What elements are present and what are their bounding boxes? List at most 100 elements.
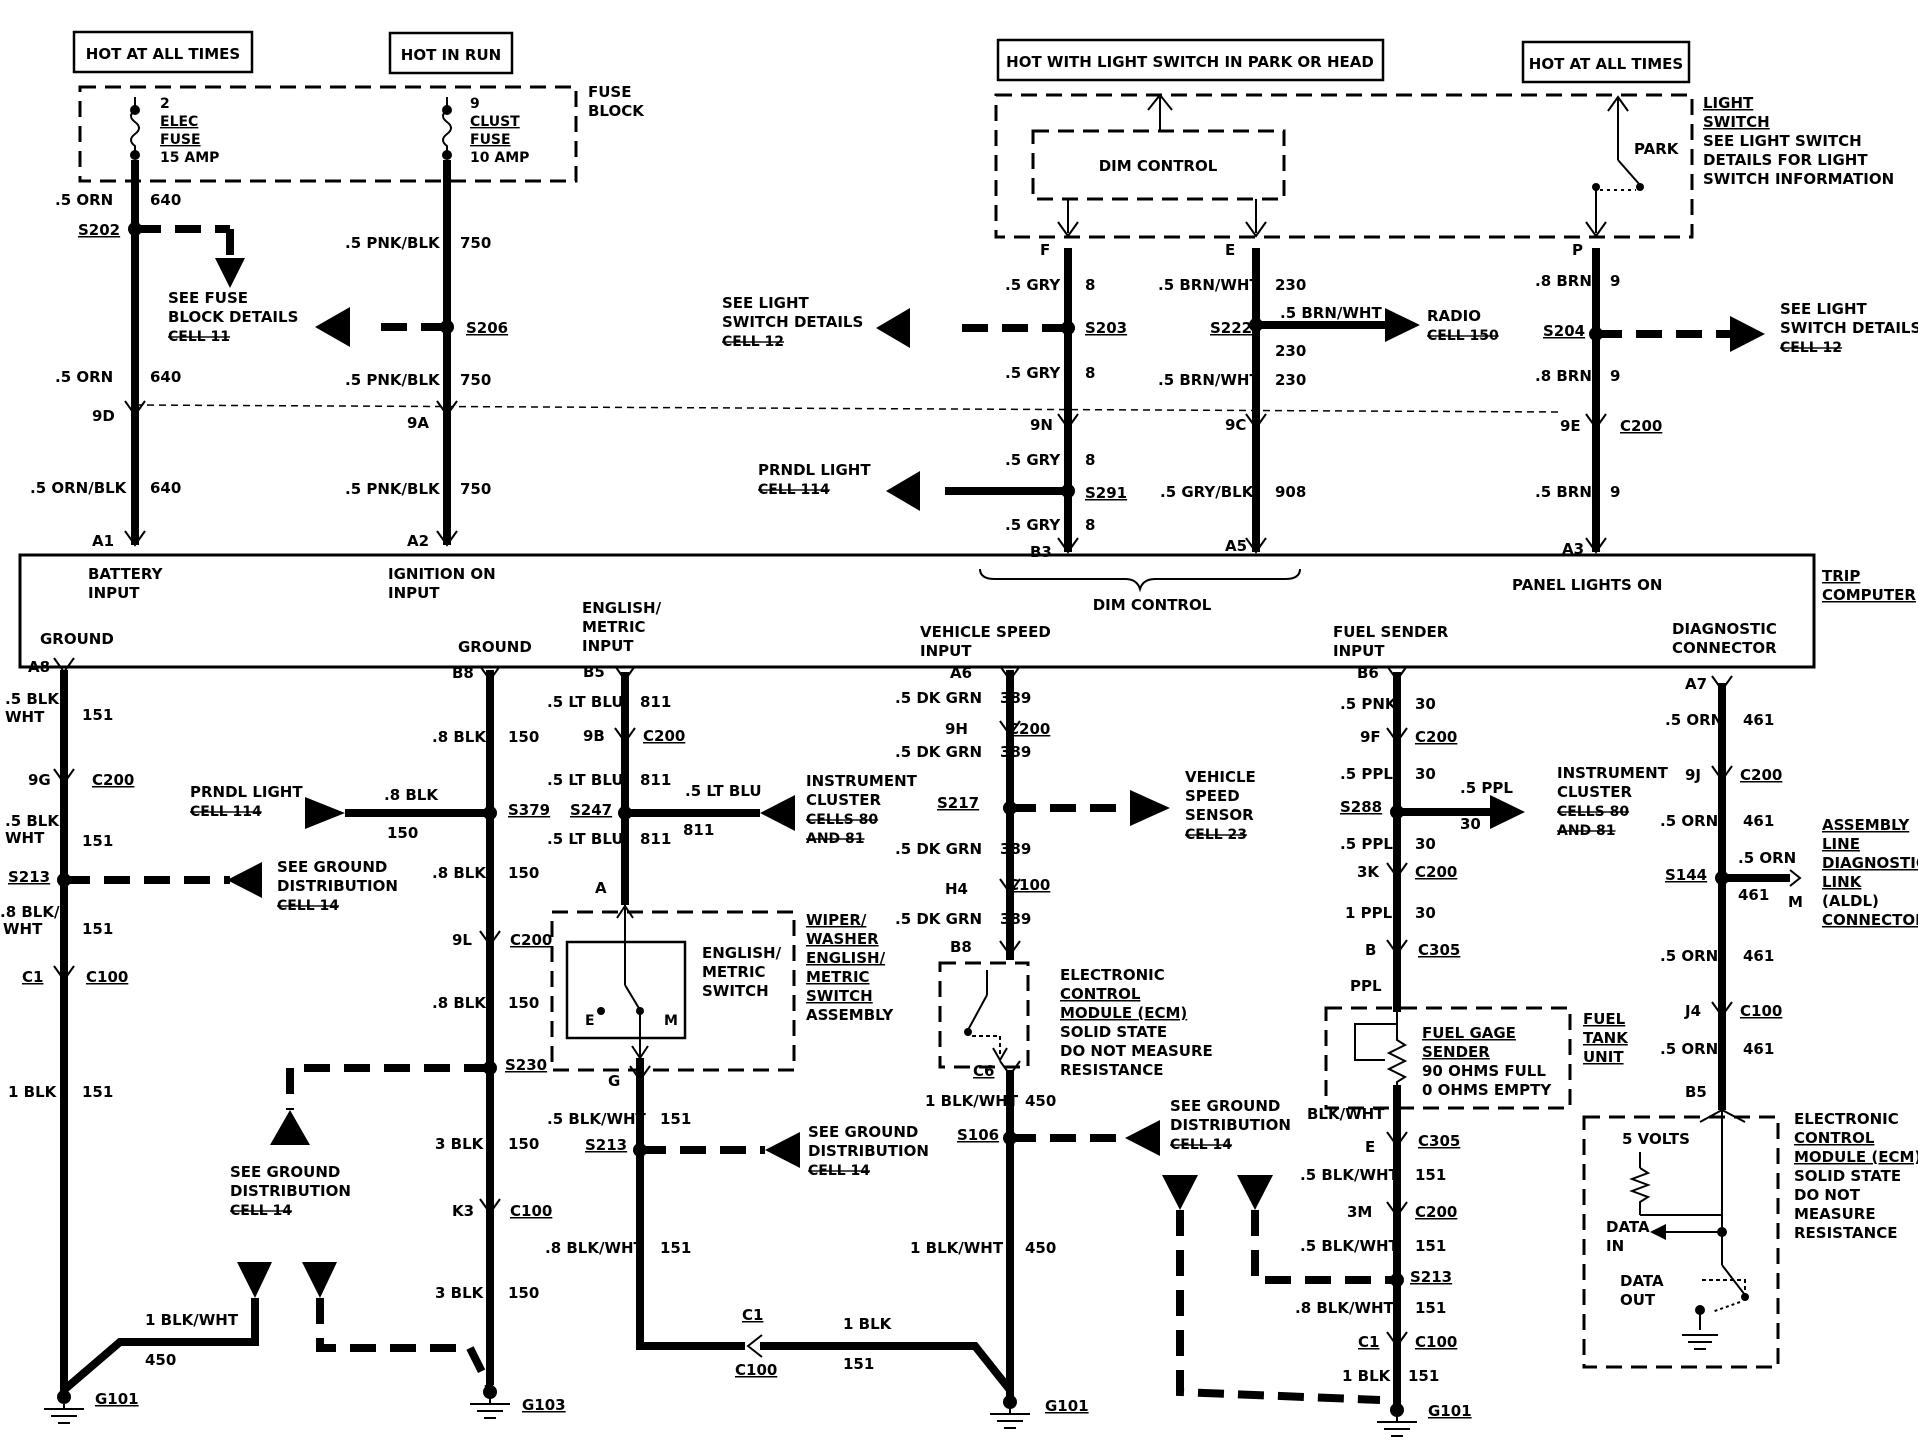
wire-label-t13: .5 PNK/BLK bbox=[345, 371, 441, 389]
wire-label-t184: .5 ORN bbox=[1738, 849, 1796, 867]
wire-label-t134: 1 BLK/WHT bbox=[925, 1092, 1019, 1110]
wire-label-t147: S288 bbox=[1340, 798, 1382, 816]
reference-r13-line: SEE GROUND bbox=[230, 1163, 340, 1181]
wire-label-t124: 389 bbox=[1000, 743, 1031, 761]
reference-r4-line: SWITCH DETAILS bbox=[1780, 319, 1918, 337]
wire-label-t173: 1 BLK bbox=[1342, 1367, 1392, 1385]
wire-label-t48: .8 BRN bbox=[1535, 367, 1592, 385]
svg-text:SWITCH: SWITCH bbox=[1703, 113, 1770, 131]
wire-label-t15: 9A bbox=[407, 414, 429, 432]
wire-label-t157: C305 bbox=[1418, 941, 1460, 959]
wire-label-t93: 150 bbox=[508, 1284, 539, 1302]
svg-text:METRIC: METRIC bbox=[806, 968, 870, 986]
wire-label-t72: 1 BLK/WHT bbox=[145, 1311, 239, 1329]
connector-chevron bbox=[53, 768, 75, 785]
fuse-symbol-clust bbox=[442, 97, 452, 155]
dim-control-label: DIM CONTROL bbox=[1099, 157, 1218, 175]
svg-text:DO NOT MEASURE: DO NOT MEASURE bbox=[1060, 1042, 1213, 1060]
wire-label-t66: WHT bbox=[3, 920, 43, 938]
connector-chevron bbox=[1245, 537, 1267, 554]
wire-label-t143: 9F bbox=[1360, 728, 1381, 746]
connector-chevron bbox=[1057, 413, 1079, 430]
wire-label-t62: WHT bbox=[5, 829, 45, 847]
wire-label-t44: P bbox=[1572, 241, 1583, 259]
wire-label-t175: G101 bbox=[1428, 1402, 1472, 1420]
wire-label-t144: C200 bbox=[1415, 728, 1457, 746]
svg-text:TRIP: TRIP bbox=[1822, 567, 1860, 585]
wire-label-t123: .5 DK GRN bbox=[895, 743, 982, 761]
fuse-block-label: FUSE bbox=[588, 83, 631, 101]
svg-text:RESISTANCE: RESISTANCE bbox=[1794, 1224, 1897, 1242]
svg-text:ELECTRONIC: ELECTRONIC bbox=[1060, 966, 1165, 984]
svg-text:DIAGNOSTIC: DIAGNOSTIC bbox=[1672, 620, 1777, 638]
wire-label-t192: 461 bbox=[1743, 1040, 1774, 1058]
reference-r5-cell: CELL 114 bbox=[758, 482, 830, 498]
reference-r10-cell: CELLS 80 bbox=[1557, 804, 1629, 820]
wire-label-t39: 230 bbox=[1275, 371, 1306, 389]
wire-label-t82: 150 bbox=[508, 864, 539, 882]
svg-text:9: 9 bbox=[470, 96, 480, 112]
svg-text:E: E bbox=[585, 1013, 595, 1029]
wire-label-t140: B6 bbox=[1357, 664, 1379, 682]
wire-label-t63: 151 bbox=[82, 832, 113, 850]
header-box-hot-at-all-times-2: HOT AT ALL TIMES bbox=[1521, 40, 1691, 84]
wire-label-t23: .5 GRY bbox=[1005, 364, 1061, 382]
svg-text:FUEL GAGE: FUEL GAGE bbox=[1422, 1024, 1516, 1042]
connector-chevron bbox=[1386, 862, 1408, 879]
svg-text:SWITCH INFORMATION: SWITCH INFORMATION bbox=[1703, 170, 1894, 188]
wire-label-t193: B5 bbox=[1685, 1083, 1707, 1101]
svg-text:SEE LIGHT SWITCH: SEE LIGHT SWITCH bbox=[1703, 132, 1862, 150]
connector-chevron bbox=[1057, 537, 1079, 554]
wire-label-t142: 30 bbox=[1415, 695, 1436, 713]
wire-label-t34: 230 bbox=[1275, 276, 1306, 294]
svg-text:10 AMP: 10 AMP bbox=[470, 150, 529, 166]
reference-r9-line: SPEED bbox=[1185, 787, 1240, 805]
svg-text:IGNITION ON: IGNITION ON bbox=[388, 565, 496, 583]
wire-label-t45: .8 BRN bbox=[1535, 272, 1592, 290]
reference-r9-cell: CELL 23 bbox=[1185, 827, 1247, 843]
wire-label-t85: .8 BLK bbox=[432, 994, 487, 1012]
reference-r8-line: INSTRUMENT bbox=[806, 772, 918, 790]
connector-chevron bbox=[479, 665, 501, 682]
wire-label-t17: 750 bbox=[460, 480, 491, 498]
wire-label-t90: K3 bbox=[452, 1202, 474, 1220]
svg-text:ASSEMBLY: ASSEMBLY bbox=[806, 1006, 894, 1024]
wire-label-t12: S206 bbox=[466, 319, 508, 337]
wire-label-t161: C305 bbox=[1418, 1132, 1460, 1150]
header-box-hot-at-all-times-1: HOT AT ALL TIMES bbox=[72, 30, 254, 74]
reference-r10-line: INSTRUMENT bbox=[1557, 764, 1669, 782]
wire-label-t58: 151 bbox=[82, 706, 113, 724]
wire-label-t118: A6 bbox=[950, 664, 972, 682]
dashed-wires bbox=[64, 225, 1730, 1404]
wire-label-t92: 3 BLK bbox=[435, 1284, 485, 1302]
svg-text:ENGLISH/: ENGLISH/ bbox=[702, 944, 782, 962]
wire-label-t101: 811 bbox=[640, 771, 671, 789]
wire-label-t11: 750 bbox=[460, 234, 491, 252]
svg-text:IN: IN bbox=[1606, 1237, 1624, 1255]
reference-r7-line: DISTRIBUTION bbox=[277, 877, 398, 895]
svg-text:CLUST: CLUST bbox=[470, 114, 520, 130]
wire-label-t30: 8 bbox=[1085, 516, 1095, 534]
wire-label-t14: 750 bbox=[460, 371, 491, 389]
trip-computer: TRIP COMPUTER BATTERY INPUT IGNITION ON … bbox=[18, 553, 1916, 669]
wire-label-t24: 8 bbox=[1085, 364, 1095, 382]
wire-label-t158: PPL bbox=[1350, 977, 1382, 995]
wire-label-t96: .5 LT BLU bbox=[547, 693, 624, 711]
wire-label-t139: G101 bbox=[1045, 1397, 1089, 1415]
wire-label-t69: C100 bbox=[86, 968, 128, 986]
wire-label-t145: .5 PPL bbox=[1340, 765, 1393, 783]
wire-label-t150: .5 PPL bbox=[1340, 835, 1393, 853]
wire-label-t65: .8 BLK/ bbox=[0, 903, 60, 921]
connector-chevron bbox=[436, 530, 458, 547]
wire-label-t7: .5 ORN/BLK bbox=[30, 479, 128, 497]
connector-chevron bbox=[1386, 939, 1408, 956]
connector-chevron bbox=[999, 940, 1021, 957]
svg-text:DATA: DATA bbox=[1620, 1272, 1664, 1290]
svg-text:INPUT: INPUT bbox=[88, 584, 140, 602]
connector-chevron bbox=[124, 400, 146, 417]
wire-label-t136: S106 bbox=[957, 1126, 999, 1144]
wire-label-t38: .5 BRN/WHT bbox=[1158, 371, 1260, 389]
